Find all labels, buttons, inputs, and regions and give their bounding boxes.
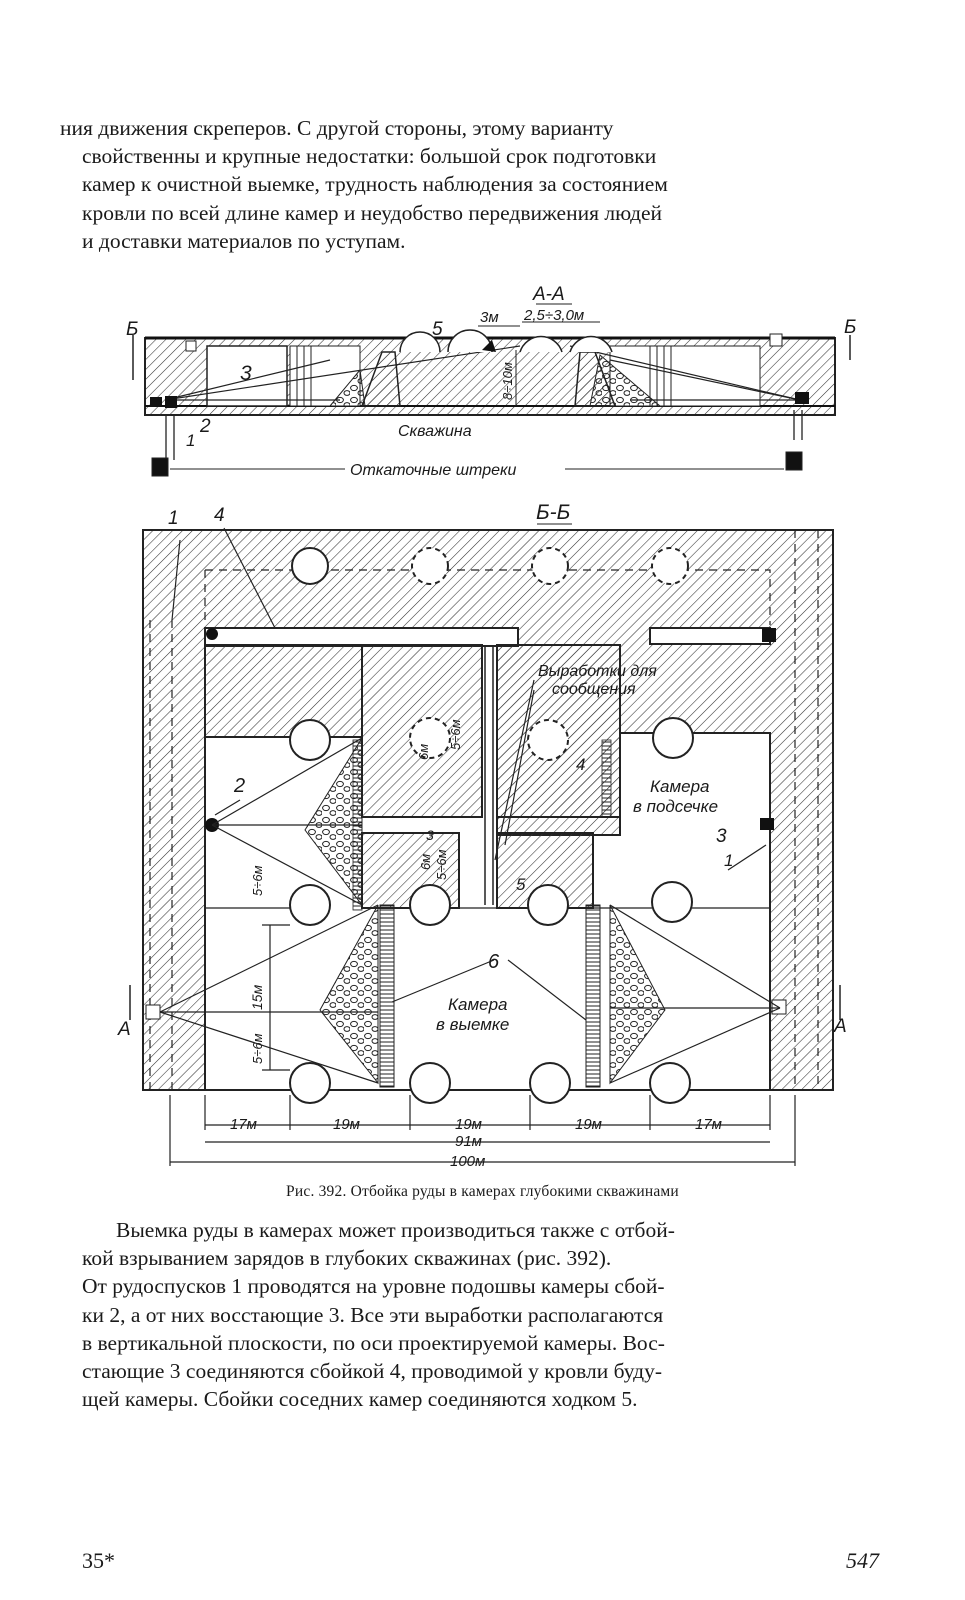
skvazhina-label: Скважина [398,423,472,440]
top-paragraph: ния движения скреперов. С другой стороны… [60,114,880,255]
chamber-label: Камера [448,995,508,1014]
signature-mark: 35* [82,1548,115,1573]
dim-label: 17м [230,1116,257,1133]
callout-5: 5 [516,875,526,894]
text-line: камер к очистной выемке, трудность наблю… [82,172,668,197]
text-line: кой взрыванием зарядов в глубоких скважи… [82,1246,612,1271]
mark-a: А [117,1019,131,1040]
drift-4 [204,627,519,647]
dim-label: 5÷6м [250,1033,265,1064]
dim-label: 5÷6м [448,719,463,750]
chamber-label: Камера [650,777,710,796]
haulage-drift [151,457,169,477]
ore-pile [328,368,366,407]
section-aa-title: А-А [532,284,565,305]
mark-b: Б [844,317,856,338]
dim-label: 3м [480,309,499,326]
mark-a: А [833,1016,847,1037]
callout-3: 3 [240,362,252,385]
callout-1: 1 [168,508,179,529]
text-line: ния движения скреперов. С другой стороны… [60,116,614,140]
chamber-left [206,345,288,407]
bottom-paragraph: Выемка руды в камерах может производитьс… [82,1216,878,1413]
text-line: От рудоспусков 1 проводятся на уровне по… [82,1274,665,1299]
dim-label: 2,5÷3,0м [523,307,584,324]
chamber-label: в выемке [436,1015,509,1034]
dim-label: 6м [418,854,433,870]
mark-b: Б [126,319,138,340]
dim-label: 6м [416,744,431,760]
dim-label: 5÷6м [434,849,449,880]
callout-1: 1 [724,851,733,870]
text-line: Выемка руды в камерах может производитьс… [116,1218,675,1242]
haulage-label: Откаточные штреки [350,462,517,479]
text-line: щей камеры. Сбойки соседних камер соедин… [82,1387,638,1412]
text-line: стающие 3 соединяются сбойкой 4, проводи… [82,1359,663,1384]
section-bb-title: Б-Б [536,501,570,524]
callout-3: 3 [716,826,727,847]
dim-label: 5÷6м [250,865,265,896]
callout-3: 3 [426,827,434,843]
dim-label: 19м [575,1116,602,1133]
dim-label: 15м [249,984,265,1010]
callout-4: 4 [214,505,225,526]
haulage-drift [785,451,803,471]
dim-label: 91м [455,1133,482,1150]
callout-2: 2 [199,416,211,437]
callout-1: 1 [186,431,195,450]
callout-5: 5 [432,319,443,340]
callout-6: 6 [488,951,500,973]
text-line: и доставки материалов по уступам. [82,228,406,253]
text-line: ки 2, а от них восстающие 3. Все эти выр… [82,1302,664,1327]
section-aa: А-А 2,5÷3,0м 3м 5 3 2 1 Б Б 8÷10м Скважи… [126,284,856,479]
section-bb: Б-Б 1 4 Выработки для сообщения Камера в… [117,501,847,1170]
dim-label: 100м [450,1153,485,1170]
text-line: в вертикальной плоскости, по оси проекти… [82,1330,665,1355]
chamber-label: в подсечке [633,797,718,816]
callout-2: 2 [233,775,245,797]
callout-4: 4 [576,755,585,774]
dim-label: 17м [695,1116,722,1133]
dim-label: 8÷10м [500,362,515,400]
comms-label: Выработки для [538,663,657,680]
dim-label: 19м [455,1116,482,1133]
figure-caption: Рис. 392. Отбойка руды в камерах глубоки… [286,1183,679,1200]
dim-label: 19м [333,1116,360,1133]
comms-label: сообщения [552,681,636,698]
page-number: 547 [846,1548,879,1573]
text-line: свойственны и крупные недостатки: большо… [82,144,657,169]
text-line: кровли по всей длине камер и неудобство … [82,200,663,225]
